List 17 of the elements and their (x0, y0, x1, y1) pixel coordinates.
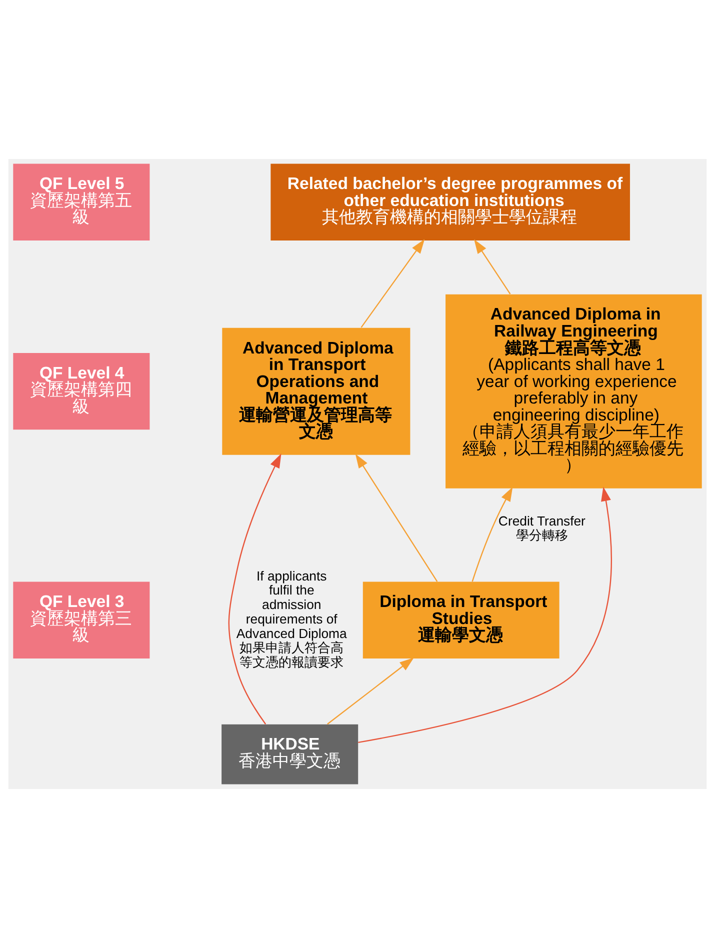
arrow (360, 238, 425, 328)
node-box: Diploma in Transport Studies 運輸學文憑 (362, 581, 560, 658)
arrow (472, 486, 513, 582)
arrow (474, 238, 511, 294)
node-box: QF Level 5 資歷架構第五級 (13, 163, 150, 240)
node-box: Related bachelor’s degree programmes of other education institutions 其他教育機構的相關學士學位課程 (270, 163, 630, 240)
node-box: QF Level 3 資歷架構第三級 (13, 581, 150, 658)
arrow (355, 453, 438, 582)
arrow (358, 486, 612, 743)
node-box: Advanced Diploma in Railway Engineering 鐵路工程高等文憑 (Applicants shall have 1 year of working experience preferably in any engineering discipline) （申請人須具有最少一年工作經驗，以工程相關的經驗優先） (446, 294, 702, 488)
arrow (327, 657, 414, 724)
node-box: HKDSE 香港中學文憑 (222, 724, 358, 784)
node-box: Advanced Diploma in Transport Operations and Management 運輸營運及管理高等文憑 (222, 327, 410, 454)
edge-label: If applicants fulfil the admission requirements of Advanced Diploma 如果申請人符合高等文憑的報讀要求 (236, 568, 347, 670)
arrow (228, 453, 282, 724)
edge-label: Credit Transfer 學分轉移 (498, 512, 586, 542)
node-box: QF Level 4 資歷架構第四級 (13, 352, 150, 430)
